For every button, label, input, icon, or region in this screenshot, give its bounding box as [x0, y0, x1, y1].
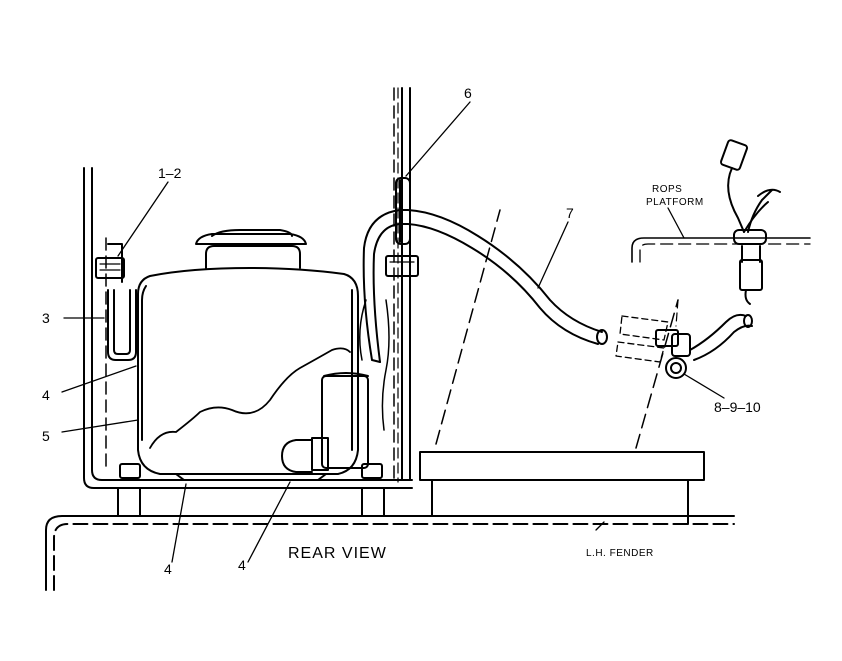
washer-pump-motor	[281, 372, 369, 473]
callout-1-2: 1–2	[158, 165, 182, 181]
callout-3: 3	[42, 310, 50, 326]
mounting-bracket-left	[95, 243, 137, 361]
callout-4-lower-left: 4	[164, 561, 172, 577]
washer-reservoir-tank	[119, 229, 383, 481]
pump-wiring	[359, 299, 390, 431]
washer-nozzle-assembly	[615, 299, 753, 379]
left-cab-frame	[83, 87, 413, 489]
callout-4-upper: 4	[42, 387, 50, 403]
rops-label-line2: PLATFORM	[646, 197, 704, 208]
lh-fender-label: L.H. FENDER	[586, 548, 654, 559]
washer-hose	[362, 209, 608, 363]
rops-platform-slab	[419, 209, 705, 481]
callout-leaders	[61, 101, 725, 563]
callout-4-lower-right: 4	[238, 557, 246, 573]
callout-labels: 1–2 3 4 5 4 4 6 7 8–9–10	[42, 85, 761, 577]
callout-8-9-10: 8–9–10	[714, 399, 761, 415]
descriptive-labels: REAR VIEW L.H. FENDER ROPS PLATFORM	[288, 184, 704, 562]
rops-label-line1: ROPS	[652, 184, 682, 195]
callout-5: 5	[42, 428, 50, 444]
callout-6: 6	[464, 85, 472, 101]
callout-7: 7	[566, 205, 574, 221]
rops-platform-edge	[631, 237, 811, 263]
right-frame-post	[397, 87, 411, 483]
hose-clip	[385, 177, 419, 277]
rear-view-label: REAR VIEW	[288, 545, 387, 562]
electrical-connector-harness	[720, 139, 781, 305]
lh-fender	[45, 479, 735, 591]
